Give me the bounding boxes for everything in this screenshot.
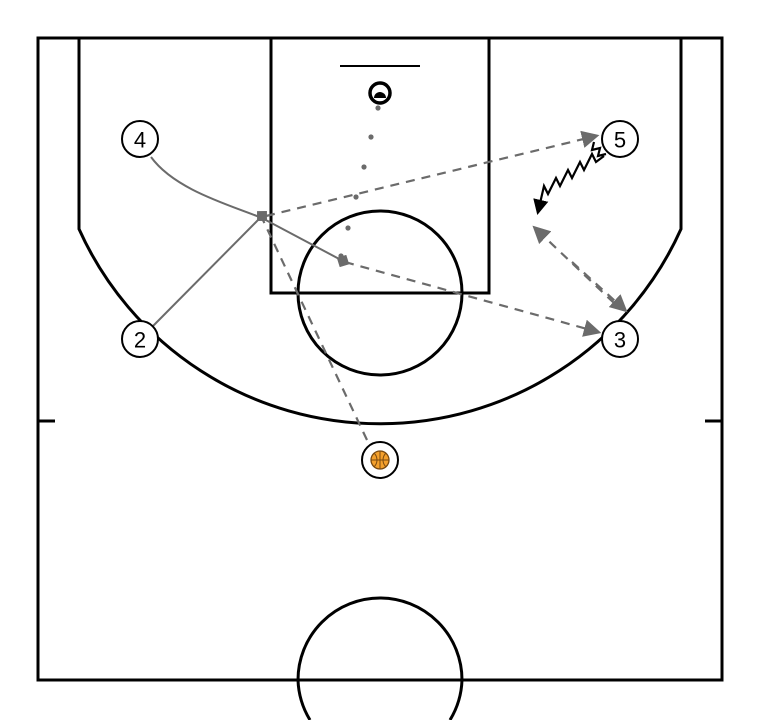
center-circle: [296, 596, 464, 681]
player-2-label: 2: [134, 328, 146, 353]
player-3-label: 3: [614, 328, 626, 353]
pass-line-to-3: [344, 260, 602, 337]
cut-line-2: [152, 211, 267, 327]
pass-line-top-to-elbow: [261, 217, 368, 441]
center-circle-lower: [296, 679, 464, 720]
dotted-cut: [338, 105, 381, 259]
court-lines: [36, 36, 724, 720]
key-lane: [269, 36, 491, 295]
pass-line-elbow-to-5: [265, 130, 600, 218]
pass-line-wing-down: [571, 261, 628, 313]
play-actions: [150, 105, 628, 441]
cut-line-4: [150, 156, 350, 268]
player-2[interactable]: 2: [121, 320, 159, 358]
player-3[interactable]: 3: [601, 320, 639, 358]
player-5[interactable]: 5: [601, 120, 639, 158]
player-4-label: 4: [134, 128, 146, 153]
dribble-line-5: [538, 141, 607, 212]
basketball-icon[interactable]: [361, 441, 399, 479]
player-4[interactable]: 4: [121, 120, 159, 158]
rim-icon: [368, 81, 392, 105]
three-point-line: [77, 38, 683, 426]
player-5-label: 5: [614, 128, 626, 153]
